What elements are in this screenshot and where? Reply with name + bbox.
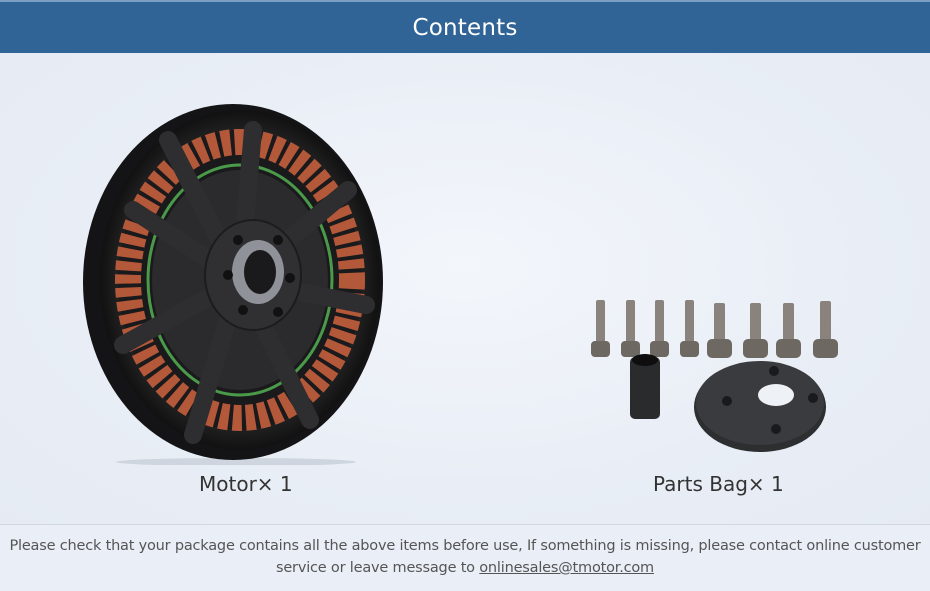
footer-divider bbox=[0, 524, 930, 525]
parts-bag-label: Parts Bag× 1 bbox=[653, 472, 784, 496]
parts-bag-image bbox=[591, 300, 838, 452]
motor-label: Motor× 1 bbox=[199, 472, 293, 496]
footer-note: Please check that your package contains … bbox=[0, 535, 930, 579]
support-email-link[interactable]: onlinesales@tmotor.com bbox=[479, 560, 654, 576]
section-header: Contents bbox=[0, 0, 930, 53]
motor-image bbox=[83, 104, 383, 465]
section-title: Contents bbox=[412, 14, 518, 41]
footer-text: Please check that your package contains … bbox=[9, 538, 921, 576]
